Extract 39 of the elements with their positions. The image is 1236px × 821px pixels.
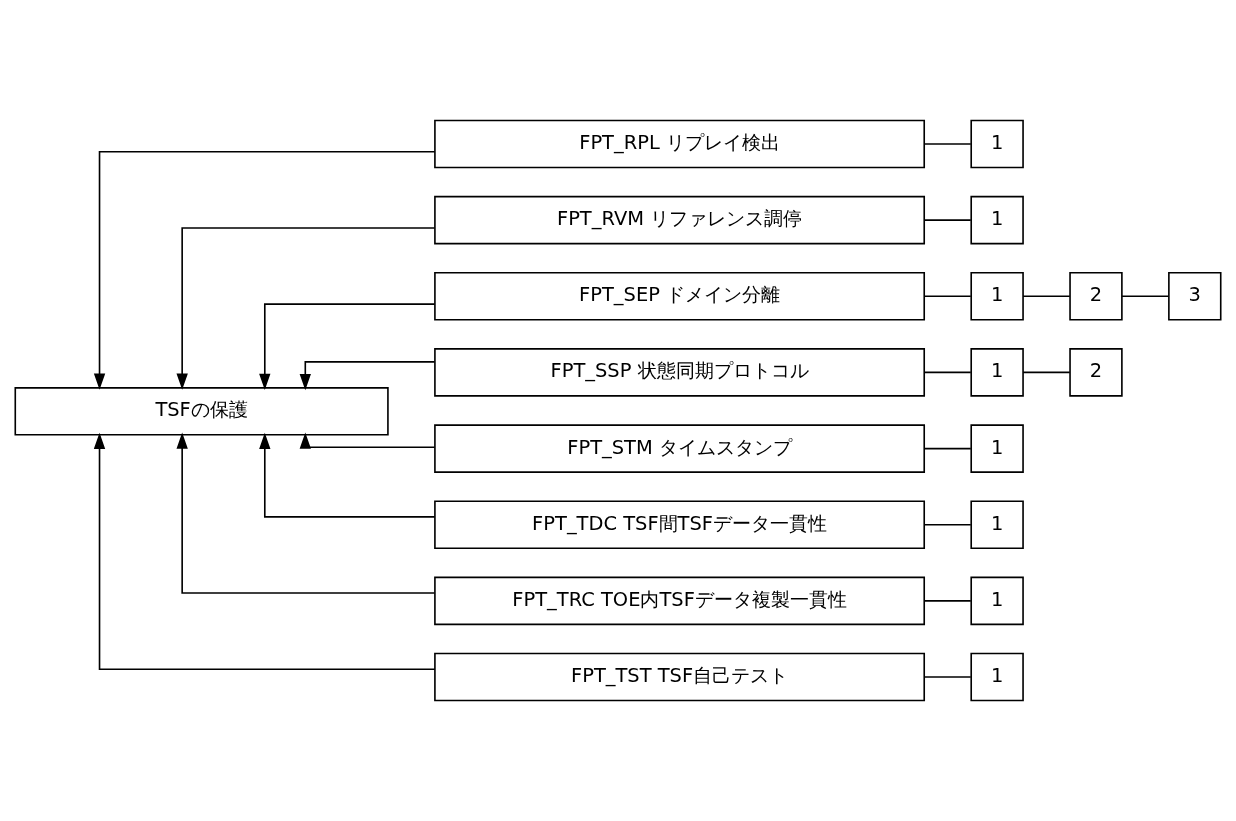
node-box: 2	[1069, 271, 1123, 321]
node-box: TSFの保護	[14, 387, 389, 436]
node-box: FPT_SSP 状態同期プロトコル	[434, 348, 926, 397]
connector	[1121, 295, 1170, 298]
node-box: FPT_STM タイムスタンプ	[434, 424, 926, 473]
node-box: 1	[970, 348, 1024, 397]
node-box: 3	[1168, 271, 1222, 321]
node-box: 1	[970, 424, 1024, 473]
connector	[1022, 371, 1071, 374]
node-box: FPT_SEP ドメイン分離	[434, 271, 926, 321]
node-box: FPT_TRC TOE内TSFデータ複製一貫性	[434, 576, 926, 626]
node-box: 1	[970, 576, 1024, 626]
arrow	[176, 432, 436, 594]
node-box: 1	[970, 652, 1024, 702]
arrow	[299, 361, 436, 391]
arrow	[176, 227, 436, 390]
node-box: 1	[970, 500, 1024, 550]
connector	[923, 295, 972, 298]
arrow	[259, 432, 436, 518]
arrow	[93, 432, 436, 670]
connector	[923, 143, 972, 145]
connector	[923, 371, 972, 374]
arrow	[93, 151, 436, 390]
connector	[923, 219, 972, 221]
node-box: 1	[970, 195, 1024, 245]
node-box: FPT_RVM リファレンス調停	[434, 195, 926, 245]
connector	[923, 676, 972, 678]
node-box: FPT_RPL リプレイ検出	[434, 119, 926, 169]
connector	[923, 600, 972, 602]
node-box: FPT_TST TSF自己テスト	[434, 652, 926, 702]
node-box: 2	[1069, 348, 1123, 397]
connector	[923, 447, 972, 450]
node-box: 1	[970, 119, 1024, 169]
arrow	[259, 303, 436, 390]
node-box: FPT_TDC TSF間TSFデータ一貫性	[434, 500, 926, 550]
arrow	[299, 432, 436, 449]
node-box: 1	[970, 271, 1024, 321]
connector	[1022, 295, 1071, 298]
connector	[923, 523, 972, 526]
